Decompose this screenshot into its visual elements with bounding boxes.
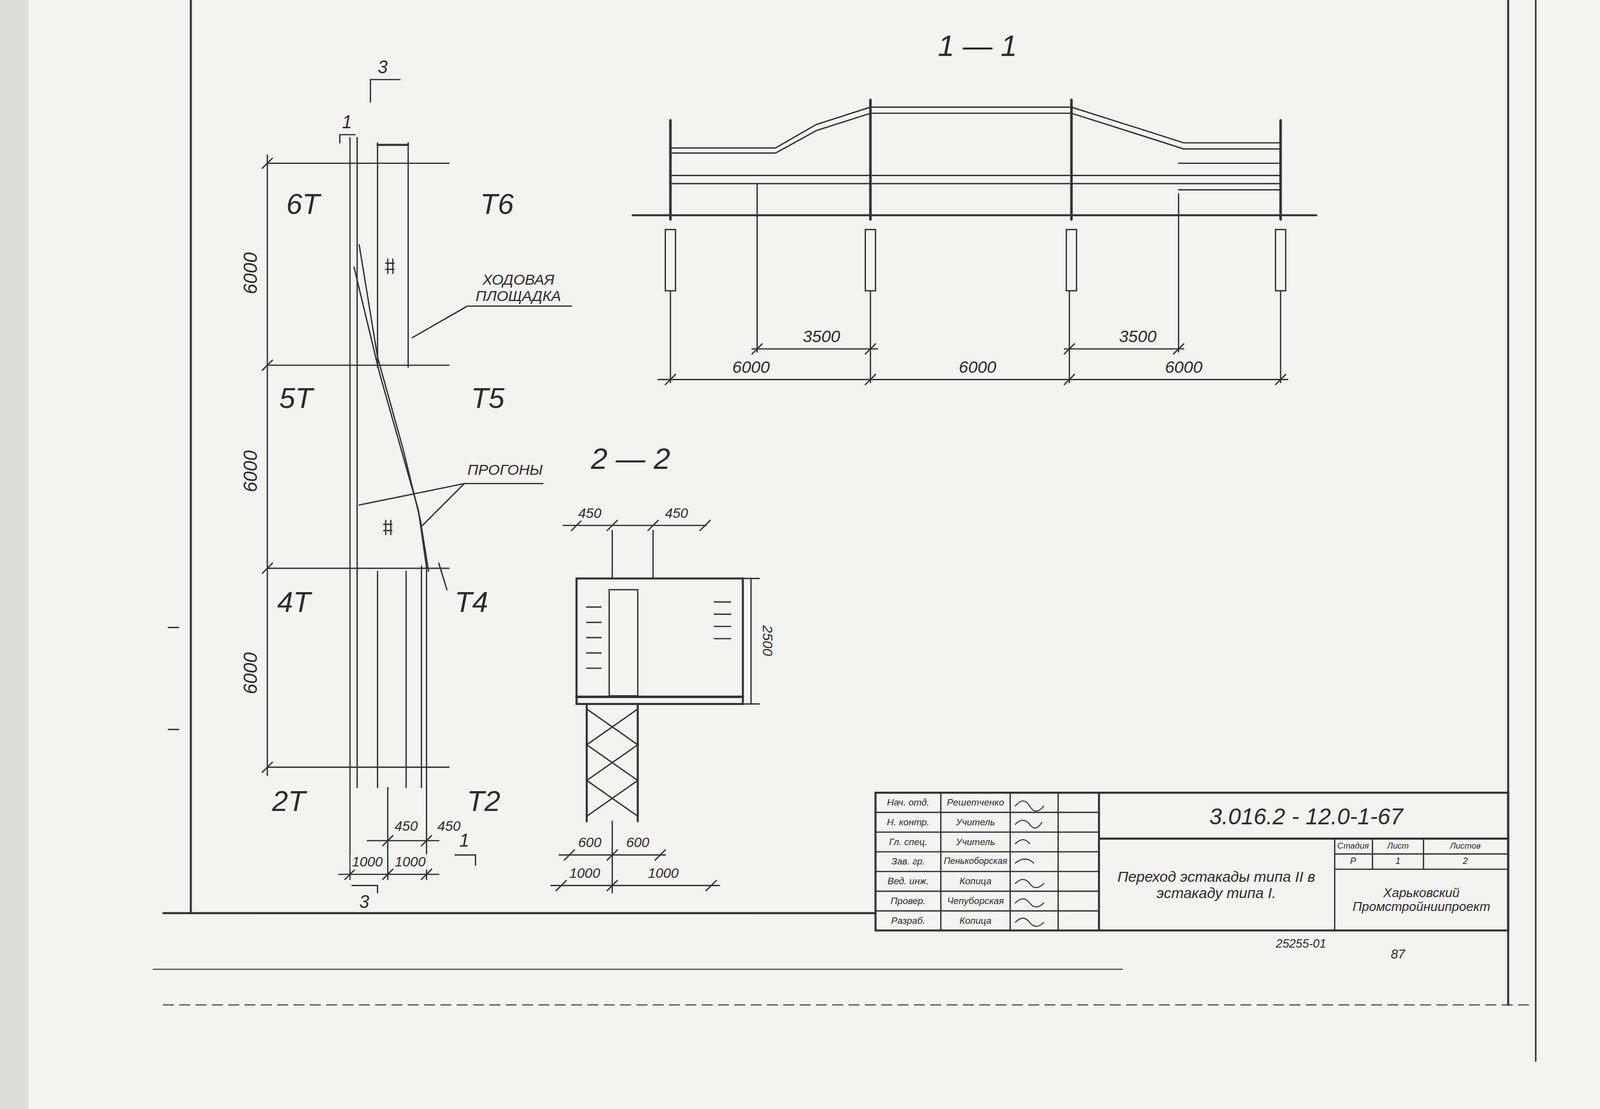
title-block-cell: Н. контр. — [885, 816, 932, 828]
title-block — [875, 792, 1509, 931]
plan-label: 450 — [393, 818, 420, 835]
sheet-frame — [152, 0, 1536, 1061]
plan-view — [262, 79, 572, 893]
plan-label: 6Т — [284, 188, 322, 220]
title-block-cell: Нач. отд. — [885, 797, 931, 808]
elevation-dimension: 3500 — [1117, 327, 1158, 346]
elevation-dimension: 1 — 1 — [936, 29, 1019, 63]
section-dimension: 600 — [624, 835, 651, 851]
title-block-cell: Вед. инж. — [886, 876, 931, 887]
title-block-cell: Копица — [957, 876, 993, 887]
section-dimension: 450 — [663, 505, 690, 521]
plan-label: 2Т — [270, 785, 307, 817]
section-dimension: 2 — 2 — [589, 442, 672, 476]
plan-label: Т5 — [469, 382, 506, 414]
plan-label: ХОДОВАЯ ПЛОЩАДКА — [464, 271, 572, 304]
section-dimension: 450 — [576, 505, 603, 521]
drawing-title: Переход эстакады типа II в эстакаду типа… — [1103, 868, 1330, 901]
title-block-cell: Харьковский Промстройниипроект — [1338, 885, 1505, 914]
plan-label: Т6 — [478, 188, 516, 220]
section-dimension: 600 — [576, 835, 603, 851]
plan-label: Т2 — [465, 785, 502, 817]
title-block-cell: Гл. спец. — [887, 836, 929, 848]
signature-scribble — [1015, 800, 1045, 927]
plan-label: 5Т — [277, 382, 315, 414]
title-block-cell: Провер. — [889, 895, 928, 906]
title-block-cell: Зав. гр. — [890, 856, 927, 867]
title-block-cell: Стадия — [1335, 841, 1371, 851]
plan-label: 4Т — [275, 586, 313, 618]
section-dimension: 2500 — [759, 623, 776, 658]
plan-label: 3 — [376, 57, 390, 78]
title-block-cell: Копица — [957, 915, 993, 926]
plan-label: 1 — [340, 112, 354, 133]
title-block-cell: Учитель — [954, 816, 997, 828]
title-block-cell: Пенькоборская — [942, 856, 1009, 867]
title-block-cell: Р — [1348, 856, 1358, 867]
sheet-number: 87 — [1389, 946, 1407, 961]
title-block-cell: 1 — [1394, 856, 1402, 867]
plan-label: 1000 — [350, 854, 385, 870]
elevation-dimension: 6000 — [957, 357, 999, 377]
section-dimension: 1000 — [646, 865, 681, 882]
title-block-cell: Решетченко — [945, 797, 1006, 808]
title-block-cell: Листов — [1448, 841, 1483, 851]
title-block-cell: Учитель — [954, 836, 997, 848]
plan-label: 1 — [457, 830, 471, 851]
section-dimension: 1000 — [567, 865, 602, 882]
title-block-cell: Чепуборская — [945, 895, 1006, 906]
paper-edge — [0, 0, 29, 1109]
plan-label: Т4 — [452, 586, 490, 618]
title-block-cell: Разраб. — [889, 915, 927, 926]
sheet-number: 25255-01 — [1274, 937, 1328, 950]
plan-label: 1000 — [393, 854, 427, 870]
title-block-cell: Лист — [1385, 841, 1411, 851]
plan-label: 6000 — [240, 449, 262, 495]
elevation-dimension: 6000 — [730, 357, 772, 377]
plan-label: 6000 — [240, 250, 262, 297]
plan-label: 3 — [357, 892, 371, 912]
elevation-view — [632, 100, 1317, 385]
title-block-cell: 2 — [1461, 856, 1470, 867]
plan-label: 6000 — [240, 650, 262, 697]
elevation-dimension: 6000 — [1163, 357, 1204, 377]
elevation-dimension: 3500 — [800, 327, 842, 346]
plan-label: ПРОГОНЫ — [465, 460, 545, 478]
drawing-number: 3.016.2 - 12.0-1-67 — [1207, 803, 1405, 829]
cross-section-view — [550, 520, 759, 893]
